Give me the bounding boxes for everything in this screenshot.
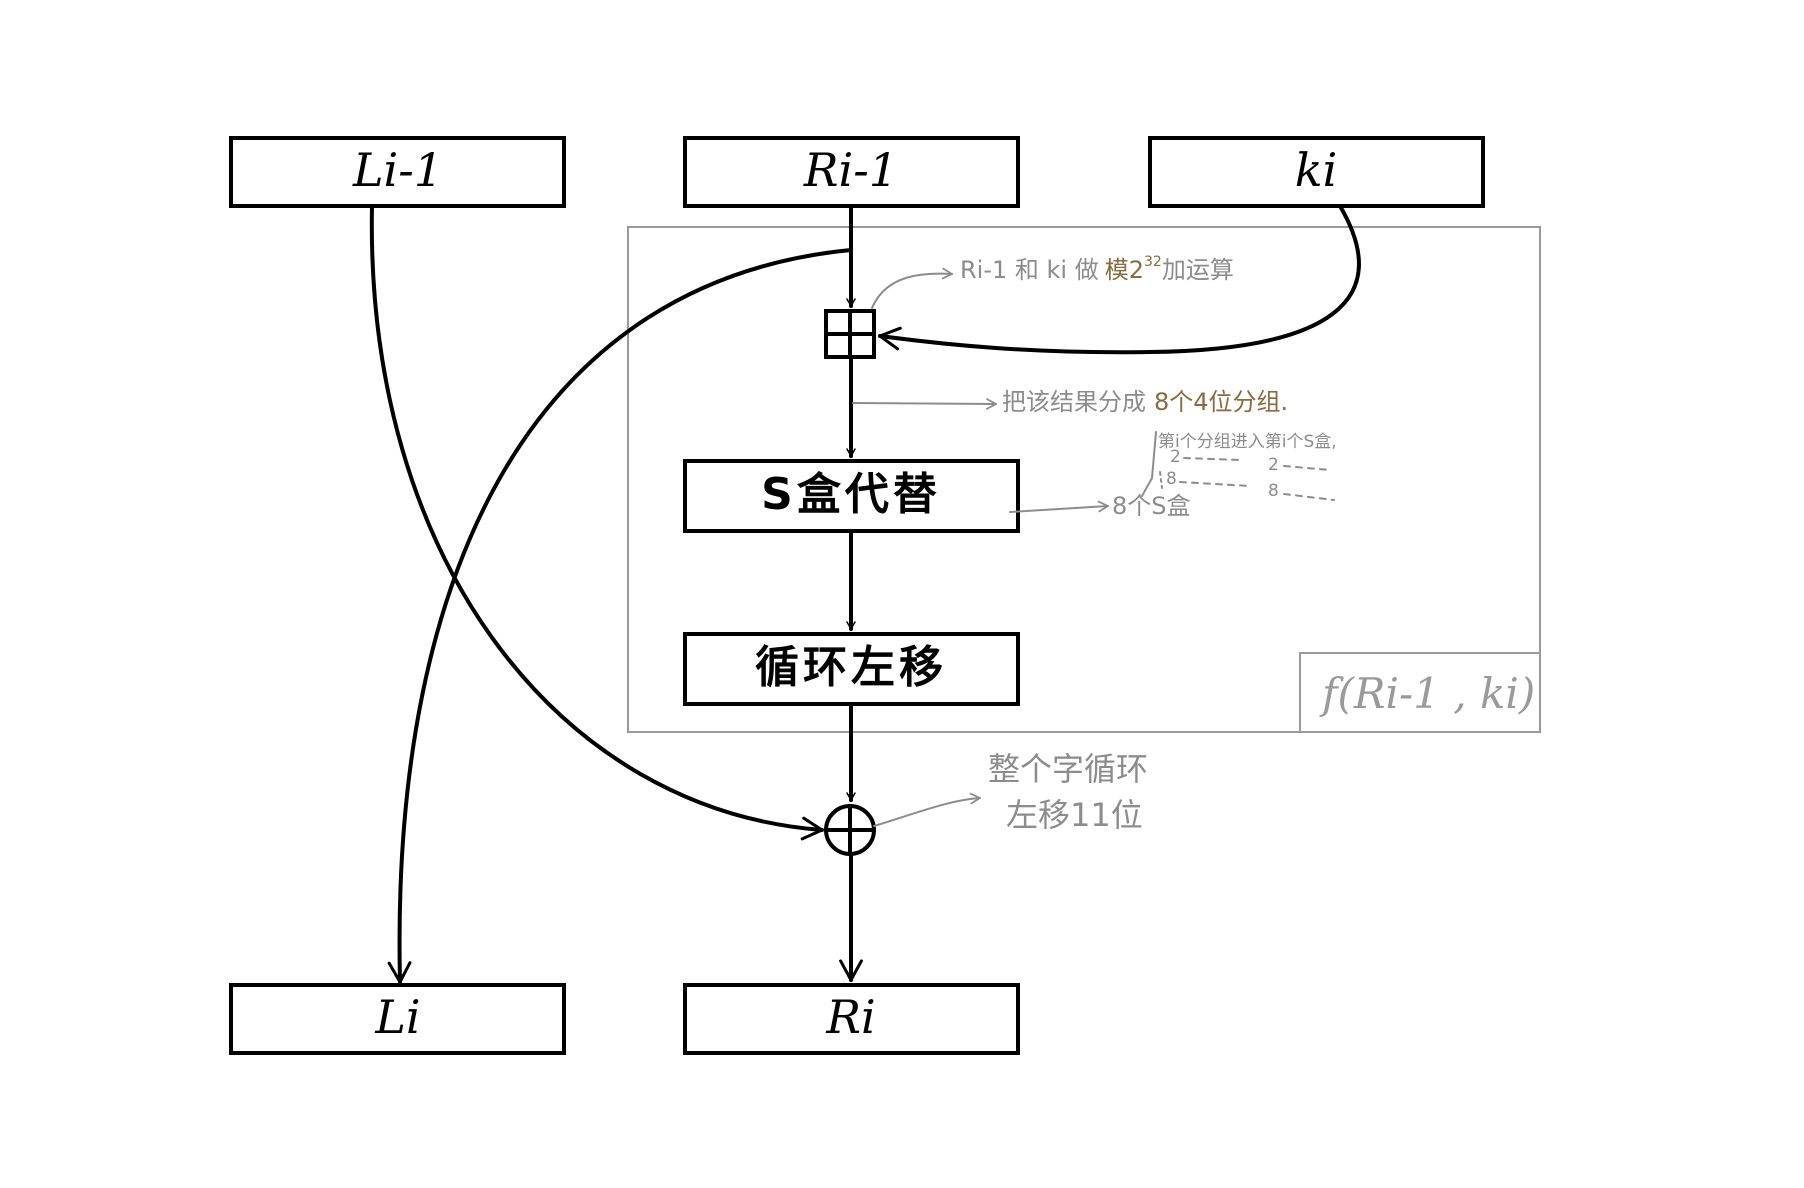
flow-lprev-to-xor — [369, 204, 824, 841]
flow-key-to-modadd — [878, 204, 1361, 355]
annotation-rotate-line1: 整个字循环 — [988, 750, 1148, 788]
annotation-sbox-map-row2-right: 8 — [1268, 481, 1279, 501]
box-sbox-label: S盒代替 — [761, 469, 941, 520]
f-function-frame — [627, 226, 1541, 733]
box-l-prev-label: Li-1 — [352, 143, 443, 197]
annotation-split-arrow — [852, 398, 997, 410]
flow-rprev-to-lout — [387, 248, 853, 984]
f-function-label: f(Ri-1 , ki) — [1319, 669, 1535, 718]
box-rotate: 循环左移 — [683, 632, 1020, 706]
box-l-out-label: Li — [374, 990, 420, 1044]
box-r-out-label: Ri — [825, 990, 875, 1044]
annotation-sbox-map-row1-right: 2 — [1268, 455, 1279, 475]
box-r-out: Ri — [683, 983, 1020, 1055]
annotation-mod-add: Ri-1 和 ki 做模232加运算 — [960, 254, 1234, 284]
annotation-sbox-arrow — [1009, 500, 1109, 513]
box-rotate-label: 循环左移 — [755, 642, 947, 693]
annotation-sbox-map-row2-left: 8 — [1166, 469, 1177, 489]
mod-add-symbol — [824, 309, 876, 359]
annotation-sbox-result: 8个S盒 — [1112, 492, 1191, 520]
annotation-rotate-arrow — [873, 792, 981, 827]
annotation-mod-add-arrow — [871, 267, 953, 309]
annotation-rotate-line2: 左移11位 — [1006, 796, 1143, 834]
annotation-sbox-map-header: 第i个分组进入第i个S盒, — [1158, 432, 1337, 452]
annotation-sbox-map: 第i个分组进入第i个S盒, 2 2 8 8 — [1141, 431, 1337, 501]
annotation-sbox-map-bracket — [1141, 431, 1157, 497]
box-r-prev-label: Ri-1 — [803, 143, 898, 197]
xor-symbol — [824, 804, 876, 856]
box-l-prev: Li-1 — [229, 136, 566, 208]
box-key: ki — [1148, 136, 1485, 208]
box-r-prev: Ri-1 — [683, 136, 1020, 208]
box-l-out: Li — [229, 983, 566, 1055]
box-key-label: ki — [1295, 143, 1338, 197]
box-sbox: S盒代替 — [683, 459, 1020, 533]
f-function-label-box — [1299, 652, 1541, 733]
annotation-sbox-map-row1-left: 2 — [1170, 447, 1181, 467]
